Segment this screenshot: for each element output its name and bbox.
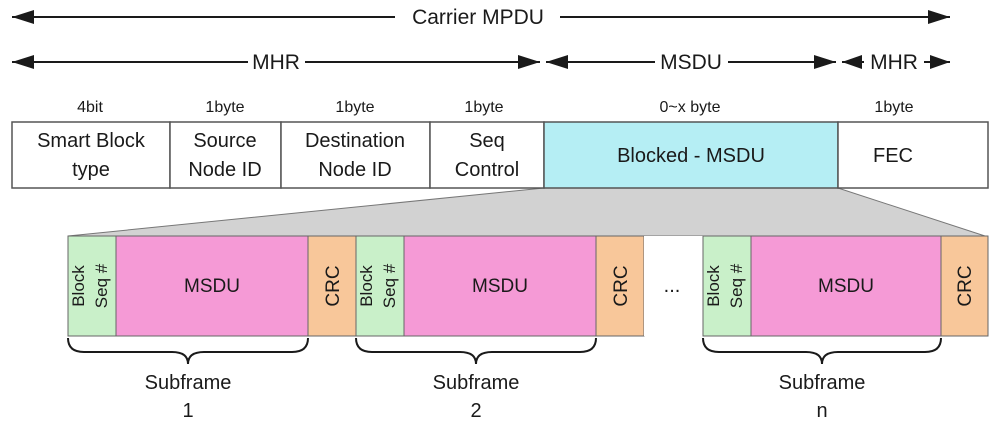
subframe-2-block-text: Block	[357, 265, 376, 307]
subframe-1-brace	[67, 337, 309, 365]
field-size-seq-control: 1byte	[464, 99, 503, 116]
field-destination-line2: Node ID	[318, 159, 391, 181]
field-source-node-id	[169, 121, 282, 189]
subframe-1-index: 1	[182, 400, 193, 422]
expansion-shading	[67, 187, 986, 237]
field-blocked-msdu-label: Blocked - MSDU	[617, 145, 765, 167]
carrier-mpdu-label: Carrier MPDU	[412, 6, 544, 29]
mhr-left-label: MHR	[252, 51, 300, 74]
field-smart-block-type	[11, 121, 171, 189]
field-seq-line1: Seq	[469, 130, 505, 152]
field-source-line1: Source	[193, 130, 256, 152]
subframe-2-seq-text: Seq #	[380, 263, 399, 308]
subframe-2-brace	[355, 337, 597, 365]
field-fec	[837, 121, 989, 189]
field-seq-line2: Control	[455, 159, 519, 181]
subframe-n-crc	[940, 235, 989, 337]
subframe-2-crc	[595, 235, 645, 337]
subframe-n-brace	[702, 337, 942, 365]
carrier-mpdu-span: Carrier MPDU	[12, 6, 950, 29]
field-size-fec: 1byte	[874, 99, 913, 116]
subframe-n: Block Seq # MSDU CRC	[702, 235, 989, 337]
field-size-source-node: 1byte	[205, 99, 244, 116]
field-destination-line1: Destination	[305, 130, 405, 152]
subframe-n-crc-text: CRC	[955, 265, 976, 306]
subframe-1-seq-text: Seq #	[92, 263, 111, 308]
field-smart-block-line1: Smart Block	[37, 130, 146, 152]
subframe-n-seq-block	[702, 235, 752, 337]
subframe-2-index: 2	[470, 400, 481, 422]
subframe-gap	[644, 236, 703, 336]
subframe-2-msdu-text: MSDU	[472, 276, 528, 297]
subframe-n-label: Subframe	[779, 372, 866, 394]
field-source-line2: Node ID	[188, 159, 261, 181]
ellipsis: ...	[664, 275, 681, 297]
field-size-smart-block: 4bit	[77, 99, 103, 116]
subframe-1-crc-text: CRC	[323, 265, 344, 306]
subframe-2: Block Seq # MSDU CRC	[355, 235, 645, 337]
subframe-n-block-text: Block	[704, 265, 723, 307]
subframe-braces	[67, 337, 942, 365]
field-smart-block-line2: type	[72, 159, 110, 181]
header-field-row: Smart Block type Source Node ID Destinat…	[11, 121, 989, 189]
subframe-n-seq-text: Seq #	[727, 263, 746, 308]
mhr-right-label: MHR	[870, 51, 918, 74]
subframe-2-seq-block	[355, 235, 405, 337]
field-fec-label: FEC	[873, 145, 913, 167]
subframe-n-msdu	[750, 235, 942, 337]
msdu-span: MSDU	[546, 51, 836, 74]
subframe-2-crc-text: CRC	[611, 265, 632, 306]
subframe-1-crc	[307, 235, 357, 337]
field-size-blocked-msdu: 0~x byte	[660, 99, 721, 116]
subframe-captions: Subframe 1 Subframe 2 Subframe n	[145, 372, 866, 422]
field-size-destination-node: 1byte	[335, 99, 374, 116]
subframe-1-seq-block	[67, 235, 117, 337]
subframe-1-block-text: Block	[69, 265, 88, 307]
subframe-n-index: n	[816, 400, 827, 422]
mhr-left-span: MHR	[12, 51, 540, 74]
msdu-span-label: MSDU	[660, 51, 722, 74]
subframe-1-label: Subframe	[145, 372, 232, 394]
subframe-2-label: Subframe	[433, 372, 520, 394]
field-sizes: 4bit 1byte 1byte 1byte 0~x byte 1byte	[77, 99, 914, 116]
subframe-1-msdu-text: MSDU	[184, 276, 240, 297]
mhr-right-span: MHR	[842, 51, 950, 74]
subframe-n-msdu-text: MSDU	[818, 276, 874, 297]
subframe-1: Block Seq # MSDU CRC	[67, 235, 357, 337]
subframe-1-msdu	[115, 235, 309, 337]
